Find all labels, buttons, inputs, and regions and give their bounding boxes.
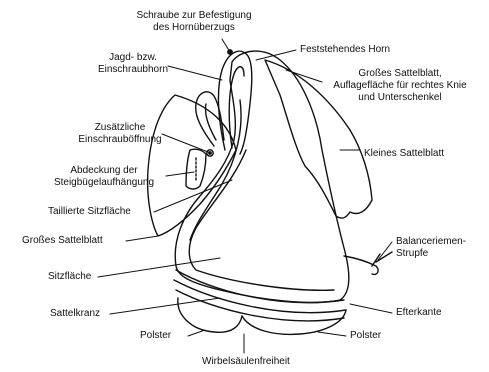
label-seat: Sitzfläche <box>48 271 91 283</box>
label-large-flap-left: Großes Sattelblatt <box>22 235 103 247</box>
waist-curve <box>190 100 241 240</box>
seat-inner-line <box>189 150 334 290</box>
label-balance-strap: Balanceriemen- Strupfe <box>396 236 466 260</box>
label-fixed-horn: Feststehendes Horn <box>300 44 390 56</box>
panel-right-shape <box>242 310 346 334</box>
label-cantle: Sattelkranz <box>50 308 100 320</box>
label-hunting-horn: Jagd- bzw. Einschraubhorn <box>88 52 178 76</box>
label-screw-horn: Schraube zur Befestigung des Hornüberzug… <box>120 10 268 34</box>
label-waist-seat: Taillierte Sitzfläche <box>48 206 131 218</box>
label-gullet: Wirbelsäulenfreiheit <box>202 356 290 368</box>
label-panel-left: Polster <box>140 330 171 342</box>
stirrup-cover-shape <box>186 149 206 189</box>
label-large-flap-top: Großes Sattelblatt, Auflagefläche für re… <box>316 68 484 104</box>
label-extra-screw-opening: Zusätzliche Einschrauböffnung <box>70 122 170 146</box>
label-small-flap: Kleines Sattelblatt <box>364 148 444 160</box>
label-rear-edge: Efterkante <box>396 307 442 319</box>
cantle-roll-1 <box>176 270 344 303</box>
label-panel-right: Polster <box>350 330 381 342</box>
label-stirrup-cover: Abdeckung der Steigbügelaufhängung <box>44 165 164 189</box>
